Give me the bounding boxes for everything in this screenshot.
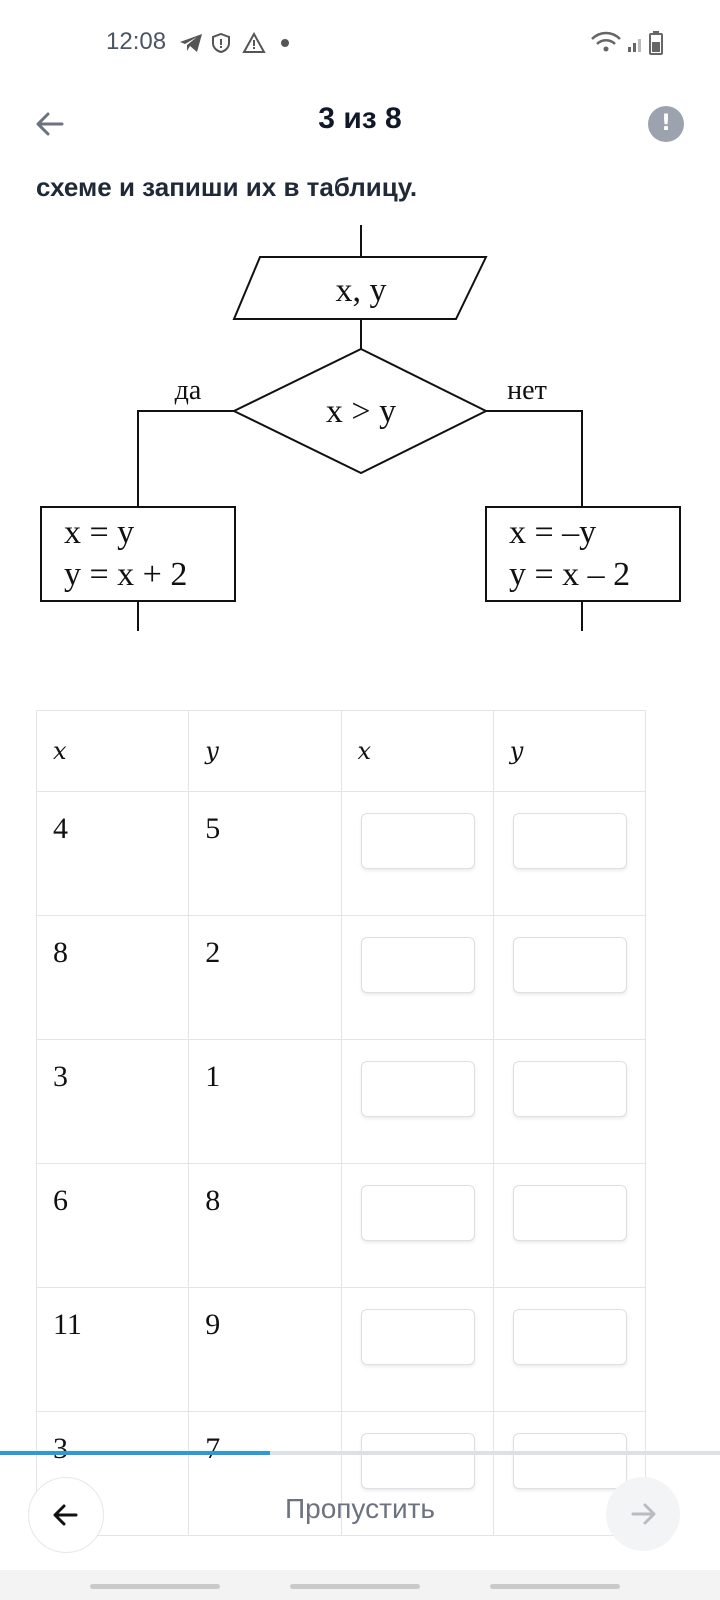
header: 3 из 8 ! [0, 88, 720, 168]
exclamation-icon: ! [660, 111, 672, 136]
table-header-row: x y x y [35, 710, 647, 792]
report-issue-button[interactable]: ! [648, 106, 684, 142]
answer-x-input[interactable] [360, 1309, 475, 1365]
back-arrow-icon[interactable] [30, 104, 70, 144]
table-row: 8 2 [35, 915, 647, 1040]
progress-fill [0, 1451, 270, 1455]
input-label: x, y [336, 272, 387, 309]
arrow-left-icon [53, 1504, 78, 1526]
cell-x: 6 [35, 1163, 190, 1288]
decision-diamond [231, 347, 489, 475]
yes-branch-line [137, 410, 234, 507]
answer-x-input[interactable] [360, 1185, 475, 1241]
skip-button[interactable]: Пропустить [285, 1493, 435, 1524]
cell-y: 8 [188, 1163, 342, 1288]
no-action-line-2: y = x – 2 [509, 556, 630, 593]
answer-table-wrap: x y x y 4 5 8 2 3 1 [35, 710, 647, 1536]
table-row: 6 8 [35, 1163, 647, 1288]
yes-action-line-2: y = x + 2 [64, 556, 187, 593]
no-label: нет [507, 375, 547, 406]
telegram-icon [180, 34, 202, 52]
cell-x: 11 [35, 1287, 190, 1412]
answer-x-input[interactable] [360, 813, 475, 869]
wifi-icon [591, 31, 621, 52]
table-row: 11 9 [35, 1287, 647, 1412]
page-title: 3 из 8 [318, 102, 402, 135]
header-x-input: x [35, 710, 190, 792]
cell-y: 9 [188, 1287, 342, 1412]
cell-y: 5 [188, 791, 342, 916]
gesture-pill-center [290, 1584, 420, 1589]
warning-icon [242, 32, 266, 53]
question-instruction: схеме и запиши их в таблицу. [36, 172, 418, 202]
answer-y-input[interactable] [512, 1433, 627, 1489]
answer-y-input[interactable] [512, 1185, 627, 1241]
bottom-nav: Пропустить [0, 1455, 720, 1575]
shield-icon [212, 32, 230, 54]
cell-y: 7 [188, 1411, 342, 1536]
cell-y: 1 [188, 1039, 342, 1164]
status-time: 12:08 [106, 28, 167, 55]
gesture-bar [0, 1570, 720, 1600]
notification-dot-icon [281, 39, 289, 47]
cell-y: 2 [188, 915, 342, 1040]
answer-y-input[interactable] [512, 1309, 627, 1365]
no-action-line-1: x = –y [509, 514, 596, 551]
status-bar: 12:08 [0, 0, 720, 88]
system-status-icons [591, 31, 663, 55]
answer-y-input[interactable] [512, 1061, 627, 1117]
next-button[interactable] [606, 1477, 680, 1551]
arrow-right-icon [631, 1503, 656, 1525]
answer-y-input[interactable] [512, 937, 627, 993]
answer-y-input[interactable] [512, 813, 627, 869]
input-parallelogram [232, 256, 488, 320]
cell-x: 8 [35, 915, 190, 1040]
table-row: 4 5 [35, 791, 647, 916]
answer-x-input[interactable] [360, 937, 475, 993]
answer-x-input[interactable] [360, 1061, 475, 1117]
progress-bar [0, 1451, 720, 1455]
cell-x: 4 [35, 791, 190, 916]
answer-x-input[interactable] [360, 1433, 475, 1489]
answer-table: x y x y 4 5 8 2 3 1 [35, 710, 647, 1536]
table-row: 3 1 [35, 1039, 647, 1164]
signal-icon [628, 39, 641, 52]
flowchart: x, y x > y да нет x = y y = x + 2 x = –y… [40, 225, 681, 631]
yes-action-line-1: x = y [64, 514, 134, 551]
gesture-pill-left [90, 1584, 220, 1589]
yes-label: да [175, 375, 202, 406]
battery-icon [649, 31, 663, 55]
condition-label: x > y [326, 393, 396, 430]
no-branch-line [486, 410, 583, 507]
header-y-result: y [492, 710, 647, 792]
previous-button[interactable] [28, 1477, 104, 1553]
header-x-result: x [340, 710, 494, 792]
table-row: 3 7 [35, 1411, 647, 1536]
cell-x: 3 [35, 1039, 190, 1164]
header-y-input: y [188, 710, 342, 792]
gesture-pill-right [490, 1584, 620, 1589]
